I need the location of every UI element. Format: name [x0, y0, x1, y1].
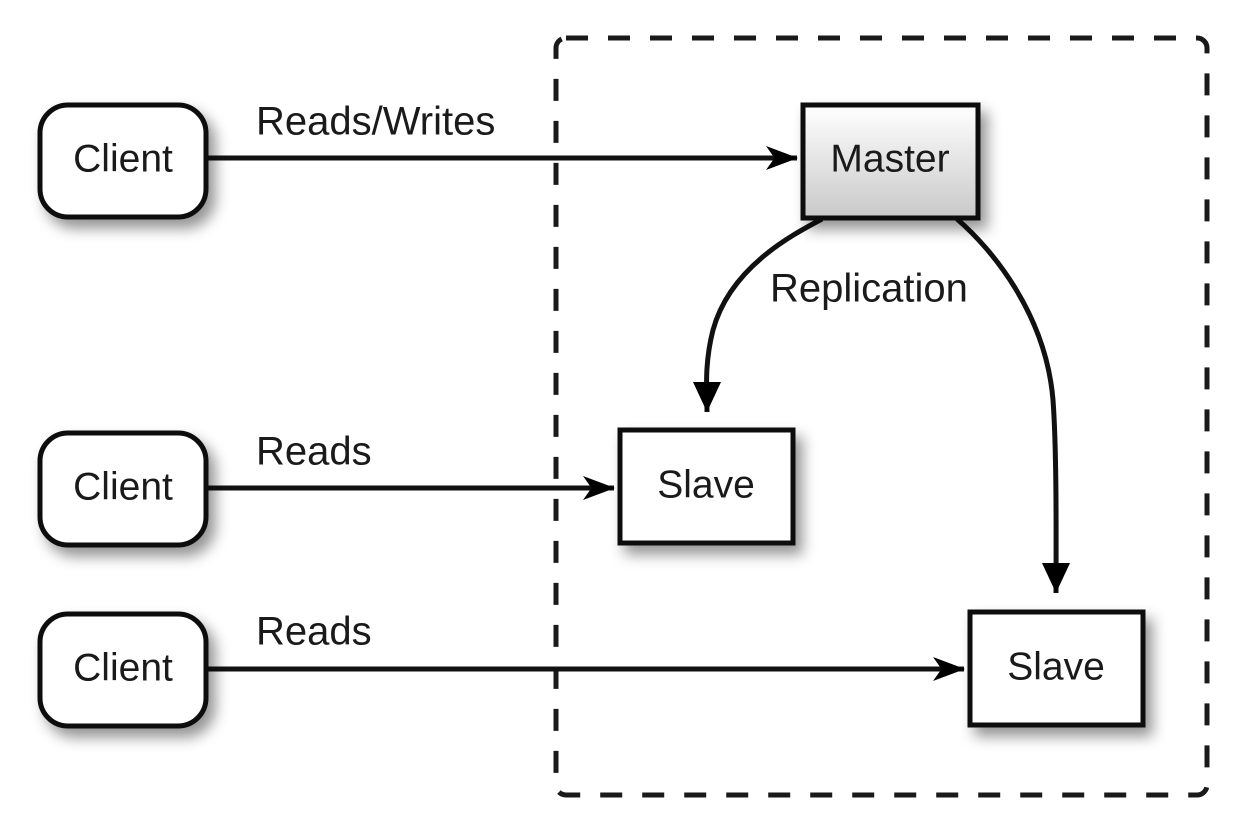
node-client-3-label: Client [73, 646, 173, 689]
edge-label-replication: Replication [770, 267, 968, 311]
database-cluster-boundary [553, 35, 1210, 798]
edge-label-reads-bottom: Reads [256, 610, 372, 654]
edge-master-slave2 [955, 217, 1071, 594]
node-slave-2[interactable]: Slave [967, 609, 1146, 728]
edge-label-reads-writes: Reads/Writes [256, 100, 495, 144]
edge-label-reads-middle: Reads [256, 430, 372, 474]
node-client-3[interactable]: Client [37, 611, 209, 729]
edge-master-slave1 [692, 216, 824, 413]
node-master[interactable]: Master [800, 102, 981, 221]
node-master-label: Master [830, 137, 949, 180]
node-slave-2-label: Slave [1007, 645, 1105, 688]
node-slave-1[interactable]: Slave [617, 427, 796, 546]
node-slave-1-label: Slave [657, 463, 755, 506]
node-client-1[interactable]: Client [37, 102, 209, 220]
node-client-1-label: Client [73, 137, 173, 180]
node-client-2[interactable]: Client [37, 430, 209, 548]
node-client-2-label: Client [73, 465, 173, 508]
